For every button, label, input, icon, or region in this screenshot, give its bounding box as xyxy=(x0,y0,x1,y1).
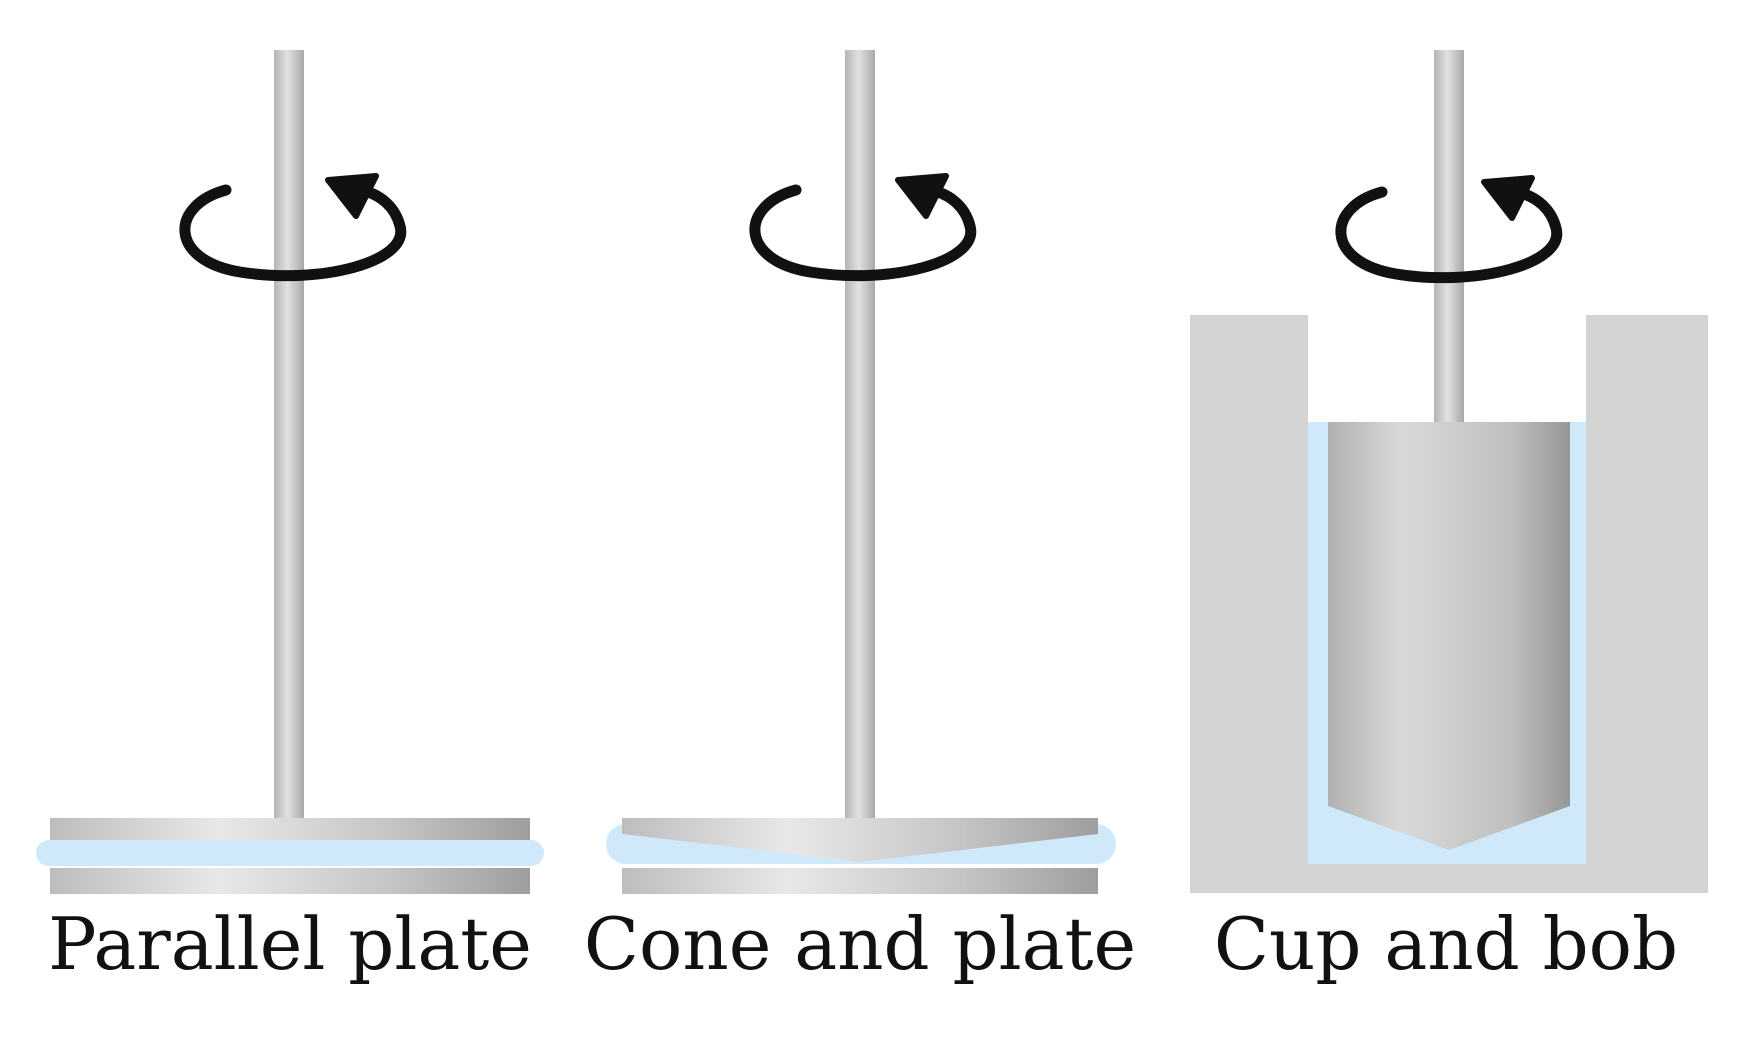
cup-and-bob-geometry xyxy=(1190,50,1708,893)
lower-plate xyxy=(622,868,1098,894)
fluid-layer xyxy=(36,840,544,866)
lower-plate xyxy=(50,868,530,894)
rotation-arrow-icon xyxy=(1335,175,1563,284)
upper-plate xyxy=(50,818,530,844)
parallel-plate-geometry xyxy=(36,50,544,894)
bob xyxy=(1328,422,1570,850)
cup xyxy=(1190,315,1708,893)
cone xyxy=(622,818,1098,862)
cone-and-plate-geometry xyxy=(606,50,1116,894)
caption-cone-and-plate: Cone and plate xyxy=(583,902,1137,986)
shaft xyxy=(1434,50,1464,424)
rotation-arrow-icon xyxy=(179,173,407,282)
shaft xyxy=(274,50,304,820)
caption-cup-and-bob: Cup and bob xyxy=(1213,902,1679,986)
caption-parallel-plate: Parallel plate xyxy=(48,902,532,986)
shaft xyxy=(845,50,875,820)
rotation-arrow-icon xyxy=(749,173,977,282)
